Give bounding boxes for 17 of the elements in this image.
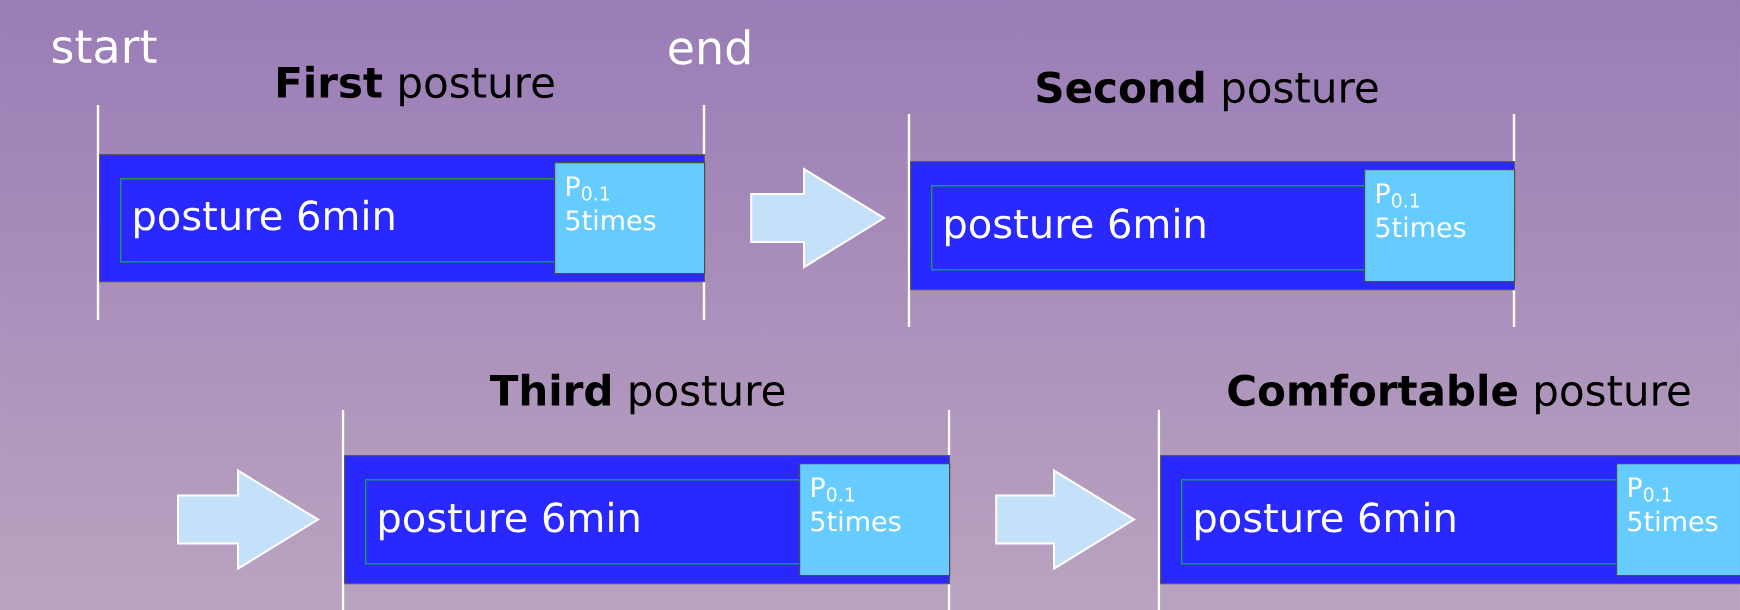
block-arrow: [750, 167, 886, 269]
posture-title: Third posture: [489, 373, 785, 415]
phase-box: posture 6min: [931, 185, 1366, 271]
block-arrow: [177, 468, 320, 571]
posture-title: Comfortable posture: [1228, 373, 1690, 415]
phase-box: posture 6min: [120, 178, 556, 263]
phase-box: posture 6min: [365, 479, 801, 565]
measurement-box: P$_{0.1}$ 5times: [1616, 463, 1740, 577]
measurement-box: P$_{0.1}$ 5times: [1364, 169, 1516, 283]
measurement-box: P$_{0.1}$ 5times: [799, 463, 951, 577]
block-arrow: [995, 468, 1136, 571]
time-label: end: [669, 29, 750, 65]
measurement-box: P$_{0.1}$ 5times: [554, 162, 706, 275]
posture-title: Second posture: [1037, 70, 1378, 112]
time-label: start: [52, 30, 157, 64]
posture-title: First posture: [278, 65, 554, 107]
phase-box: posture 6min: [1181, 479, 1618, 565]
